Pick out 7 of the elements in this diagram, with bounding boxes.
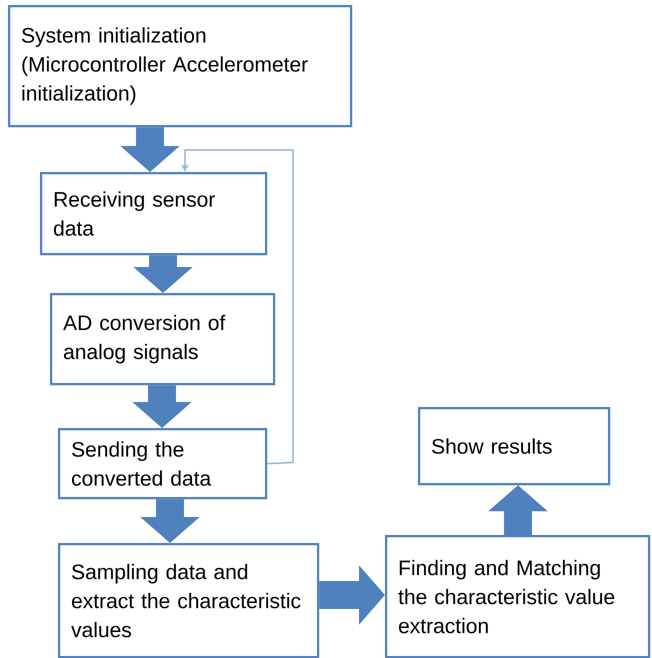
process-box: Sampling data and extract the characteristic values [58,543,320,658]
process-box: Receiving sensor data [40,172,268,256]
process-box: Sending the converted data [58,428,268,500]
process-box: Show results [418,407,610,486]
process-box: AD conversion of analog signals [50,293,276,386]
process-box: System initialization (Microcontroller Accelerometer initialization) [8,5,352,128]
process-box: Finding and Matching the characteristic value extraction [385,535,650,658]
